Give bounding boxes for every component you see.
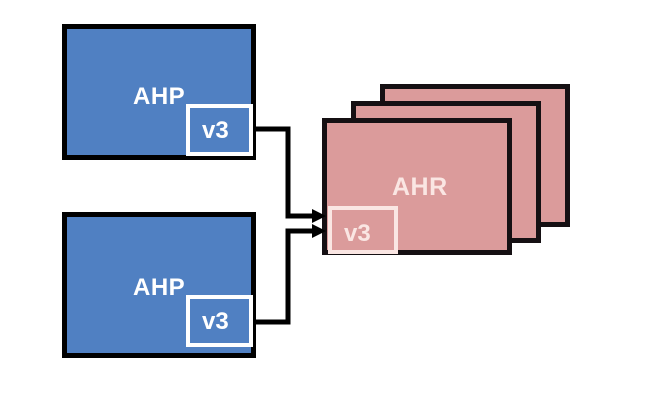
ahp-bottom-label: AHP (133, 274, 186, 301)
ahr-version-box[interactable] (328, 206, 398, 254)
ahp-bottom-version-label: v3 (202, 308, 229, 335)
ahp-top-label: AHP (133, 83, 186, 110)
connector-ahp-bottom-to-ahr (253, 224, 326, 325)
ahp-card-top[interactable] (62, 24, 256, 160)
ahr-version-label: v3 (344, 220, 371, 247)
ahp-card-bottom[interactable] (62, 212, 256, 358)
ahp-bottom-version-box[interactable] (186, 295, 253, 347)
ahr-label: AHR (392, 173, 448, 201)
ahr-card-front[interactable] (322, 118, 512, 255)
ahp-top-version-label: v3 (202, 117, 229, 144)
connector-ahp-top-to-ahr (253, 126, 326, 223)
ahp-top-version-box[interactable] (186, 104, 253, 156)
